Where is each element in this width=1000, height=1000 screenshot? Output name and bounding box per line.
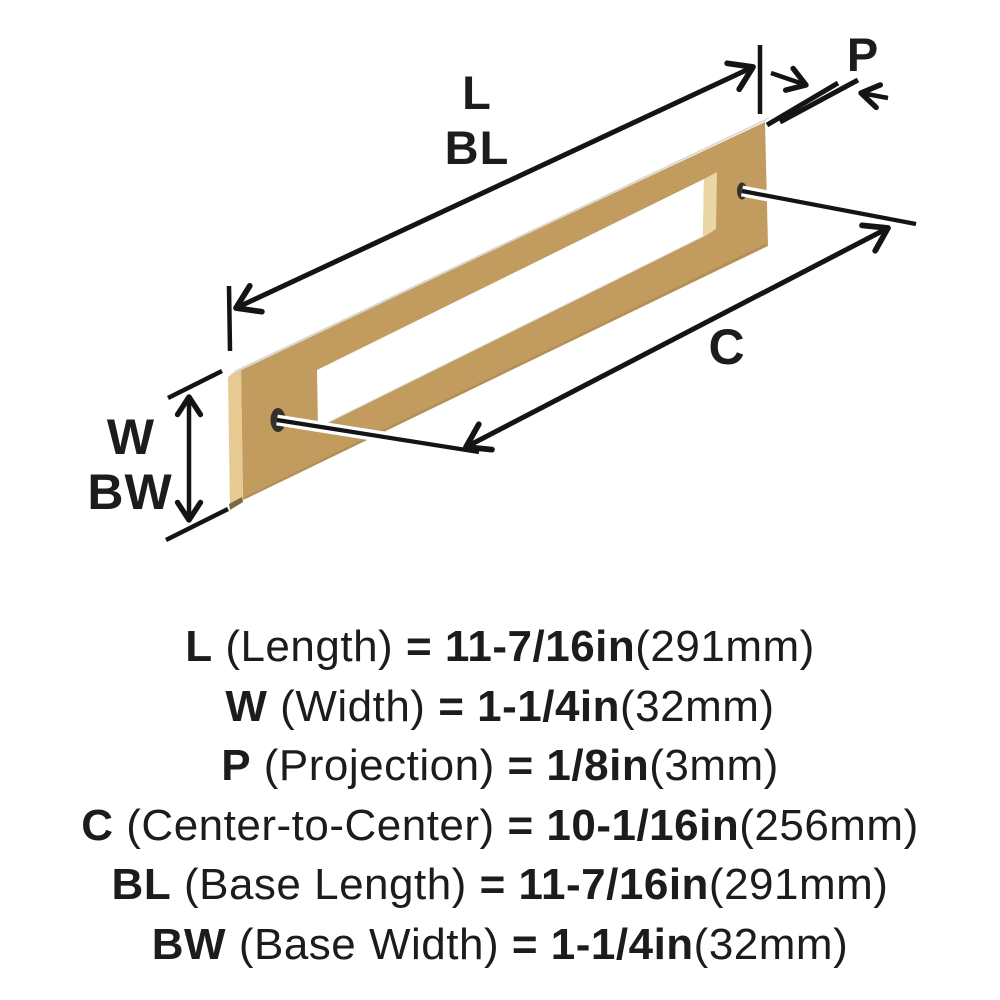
spec-mm: (32mm) bbox=[620, 681, 775, 731]
spec-equals: = bbox=[405, 622, 433, 671]
spec-name: (Base Width) bbox=[238, 919, 500, 969]
pull-bottom-edge-shade bbox=[244, 243, 767, 500]
spec-line-width: W (Width) = 1-1/4in(32mm) bbox=[0, 677, 1000, 737]
dim-line-length bbox=[233, 60, 756, 315]
spec-equals: = bbox=[507, 741, 534, 790]
spec-label: BL bbox=[111, 860, 172, 909]
spec-mm: (291mm) bbox=[635, 622, 815, 671]
label-projection: P bbox=[847, 28, 879, 81]
spec-inches: 1-1/4in bbox=[477, 681, 621, 731]
label-center-to-center: C bbox=[708, 319, 745, 375]
dim-arrow-projection-left bbox=[770, 65, 809, 93]
spec-label: P bbox=[221, 741, 252, 790]
dim-center-to-center: C bbox=[276, 185, 918, 458]
spec-line-center-to-center: C (Center-to-Center) = 10-1/16in(256mm) bbox=[0, 796, 1000, 856]
dim-line-center-to-center bbox=[463, 222, 891, 453]
spec-inches: 11-7/16in bbox=[444, 622, 636, 671]
spec-mm: (291mm) bbox=[708, 860, 889, 909]
spec-label: C bbox=[81, 800, 114, 850]
label-base-width: BW bbox=[87, 464, 172, 520]
spec-line-base-width: BW (Base Width) = 1-1/4in(32mm) bbox=[0, 915, 1000, 975]
spec-line-base-length: BL (Base Length) = 11-7/16in(291mm) bbox=[0, 855, 1000, 915]
spec-inches: 1-1/4in bbox=[550, 919, 694, 969]
spec-equals: = bbox=[479, 860, 506, 909]
spec-mm: (256mm) bbox=[739, 800, 919, 850]
leader-left-hole bbox=[276, 417, 480, 455]
leader-right-hole bbox=[741, 188, 917, 227]
spec-inches: 10-1/16in bbox=[546, 800, 740, 850]
spec-name: (Base Length) bbox=[183, 860, 467, 909]
spec-inches: 1/8in bbox=[546, 741, 650, 790]
dim-length: L BL bbox=[226, 45, 763, 352]
dim-width: W BW bbox=[87, 368, 230, 543]
dim-tick-length-left bbox=[226, 285, 233, 352]
spec-label: L bbox=[185, 622, 213, 671]
dim-arrow-projection-right bbox=[858, 82, 889, 111]
label-width: W bbox=[107, 409, 155, 465]
spec-equals: = bbox=[438, 681, 465, 731]
pull-end-face-shadow bbox=[229, 497, 243, 510]
dim-tick-width-bottom bbox=[164, 506, 230, 543]
label-base-length: BL bbox=[445, 121, 510, 174]
pull-left-end-face bbox=[228, 369, 243, 508]
spec-equals: = bbox=[511, 919, 539, 969]
spec-line-length: L (Length) = 11-7/16in(291mm) bbox=[0, 617, 1000, 677]
spec-mm: (32mm) bbox=[693, 919, 849, 969]
spec-line-projection: P (Projection) = 1/8in(3mm) bbox=[0, 736, 1000, 796]
dim-projection: P bbox=[765, 28, 889, 128]
dim-tick-projection-front bbox=[765, 80, 840, 128]
spec-name: (Length) bbox=[225, 622, 394, 671]
dim-tick-projection-back bbox=[778, 77, 860, 125]
pull-front-face bbox=[241, 122, 768, 500]
cutout-right-inner-face bbox=[703, 172, 717, 237]
spec-label: W bbox=[225, 681, 268, 731]
label-length: L bbox=[462, 66, 492, 119]
dim-tick-width-top bbox=[166, 368, 224, 401]
spec-mm: (3mm) bbox=[649, 741, 779, 790]
spec-equals: = bbox=[507, 800, 534, 850]
spec-list: L (Length) = 11-7/16in(291mm) W (Width) … bbox=[0, 617, 1000, 974]
spec-label: BW bbox=[151, 919, 227, 969]
spec-name: (Projection) bbox=[263, 741, 495, 790]
spec-inches: 11-7/16in bbox=[518, 860, 709, 909]
spec-name: (Width) bbox=[280, 681, 426, 731]
spec-name: (Center-to-Center) bbox=[126, 800, 495, 850]
